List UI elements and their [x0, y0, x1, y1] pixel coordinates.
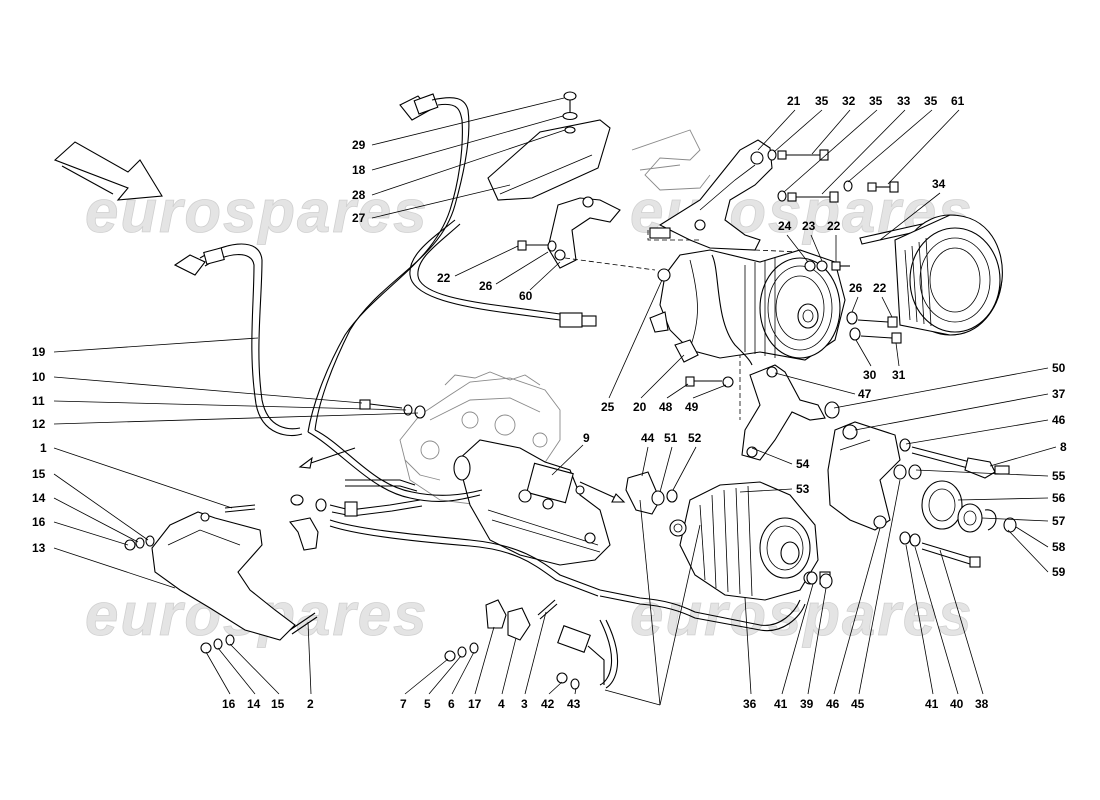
- callout-59: 59: [1052, 565, 1066, 579]
- ac-compressor: [649, 249, 846, 366]
- callout-50: 50: [1052, 361, 1066, 375]
- callout-60: 60: [519, 289, 533, 303]
- callout-46: 46: [826, 697, 840, 711]
- callout-14: 14: [32, 491, 46, 505]
- callout-51: 51: [664, 431, 678, 445]
- callout-55: 55: [1052, 469, 1066, 483]
- callout-33: 33: [897, 94, 911, 108]
- callout-17: 17: [468, 697, 482, 711]
- callout-35: 35: [924, 94, 938, 108]
- callout-28: 28: [352, 188, 366, 202]
- terminal-cover: [124, 504, 318, 654]
- callout-41: 41: [925, 697, 939, 711]
- watermark-bottom-right: eurospares: [630, 581, 974, 648]
- callout-54: 54: [796, 457, 810, 471]
- callout-32: 32: [842, 94, 856, 108]
- callout-52: 52: [688, 431, 702, 445]
- callout-39: 39: [800, 697, 814, 711]
- tensioner-pulley: [893, 464, 1017, 568]
- callout-15: 15: [32, 467, 46, 481]
- direction-arrow-icon: [53, 141, 163, 201]
- callout-6: 6: [448, 697, 455, 711]
- callout-9: 9: [583, 431, 590, 445]
- callout-26: 26: [479, 279, 493, 293]
- callout-26: 26: [849, 281, 863, 295]
- callout-22: 22: [827, 219, 841, 233]
- callout-23: 23: [802, 219, 816, 233]
- drive-belt-and-pulley: [859, 214, 1003, 336]
- callout-47: 47: [858, 387, 872, 401]
- battery-cable-upper: [307, 93, 470, 433]
- callout-38: 38: [975, 697, 989, 711]
- callout-41: 41: [774, 697, 788, 711]
- starter-motor: [453, 439, 611, 566]
- alternator-mount-bracket: [827, 421, 1010, 531]
- callout-37: 37: [1052, 387, 1066, 401]
- leader-lines: [53, 97, 1057, 695]
- callout-53: 53: [796, 482, 810, 496]
- callout-11: 11: [32, 394, 45, 408]
- callout-18: 18: [352, 163, 366, 177]
- bracket-60: [517, 196, 621, 269]
- callout-8: 8: [1060, 440, 1067, 454]
- callout-42: 42: [541, 697, 555, 711]
- callout-46: 46: [1052, 413, 1066, 427]
- callout-49: 49: [685, 400, 699, 414]
- callout-4: 4: [498, 697, 505, 711]
- callout-22: 22: [437, 271, 451, 285]
- sensor-cable: [409, 219, 597, 328]
- callout-labels: 29 18 28 27 22 26 60 21 35 32 35 33 35 6…: [32, 94, 1067, 711]
- callout-2: 2: [307, 697, 314, 711]
- callout-15: 15: [271, 697, 285, 711]
- callout-19: 19: [32, 345, 46, 359]
- callout-13: 13: [32, 541, 46, 555]
- callout-34: 34: [932, 177, 946, 191]
- alternator-bracket: [685, 364, 840, 461]
- callout-43: 43: [567, 697, 581, 711]
- callout-25: 25: [601, 400, 615, 414]
- callout-24: 24: [778, 219, 792, 233]
- callout-22: 22: [873, 281, 887, 295]
- compressor-bolts: [804, 260, 902, 344]
- callout-16: 16: [222, 697, 236, 711]
- callout-10: 10: [32, 370, 46, 384]
- callout-45: 45: [851, 697, 865, 711]
- callout-3: 3: [521, 697, 528, 711]
- callout-36: 36: [743, 697, 757, 711]
- callout-1: 1: [40, 441, 47, 455]
- callout-56: 56: [1052, 491, 1066, 505]
- callout-16: 16: [32, 515, 46, 529]
- harness-leaders: [604, 499, 701, 706]
- callout-48: 48: [659, 400, 673, 414]
- callout-57: 57: [1052, 514, 1066, 528]
- callout-5: 5: [424, 697, 431, 711]
- callout-7: 7: [400, 697, 407, 711]
- callout-35: 35: [869, 94, 883, 108]
- bracket-ghost: [631, 129, 711, 191]
- callout-20: 20: [633, 400, 647, 414]
- callout-29: 29: [352, 138, 366, 152]
- small-fittings: [289, 399, 833, 690]
- callout-12: 12: [32, 417, 46, 431]
- callout-31: 31: [892, 368, 906, 382]
- heat-shield: [487, 91, 611, 201]
- callout-27: 27: [352, 211, 366, 225]
- assembly-guides: [564, 230, 801, 420]
- callout-61: 61: [951, 94, 965, 108]
- alternator: [669, 481, 831, 601]
- compressor-bracket: [649, 139, 899, 251]
- callout-58: 58: [1052, 540, 1066, 554]
- callout-44: 44: [641, 431, 655, 445]
- battery-cable-19: [173, 243, 303, 437]
- wiring-harness: [307, 429, 806, 689]
- callout-30: 30: [863, 368, 877, 382]
- callout-35: 35: [815, 94, 829, 108]
- callout-40: 40: [950, 697, 964, 711]
- callout-14: 14: [247, 697, 261, 711]
- callout-21: 21: [787, 94, 801, 108]
